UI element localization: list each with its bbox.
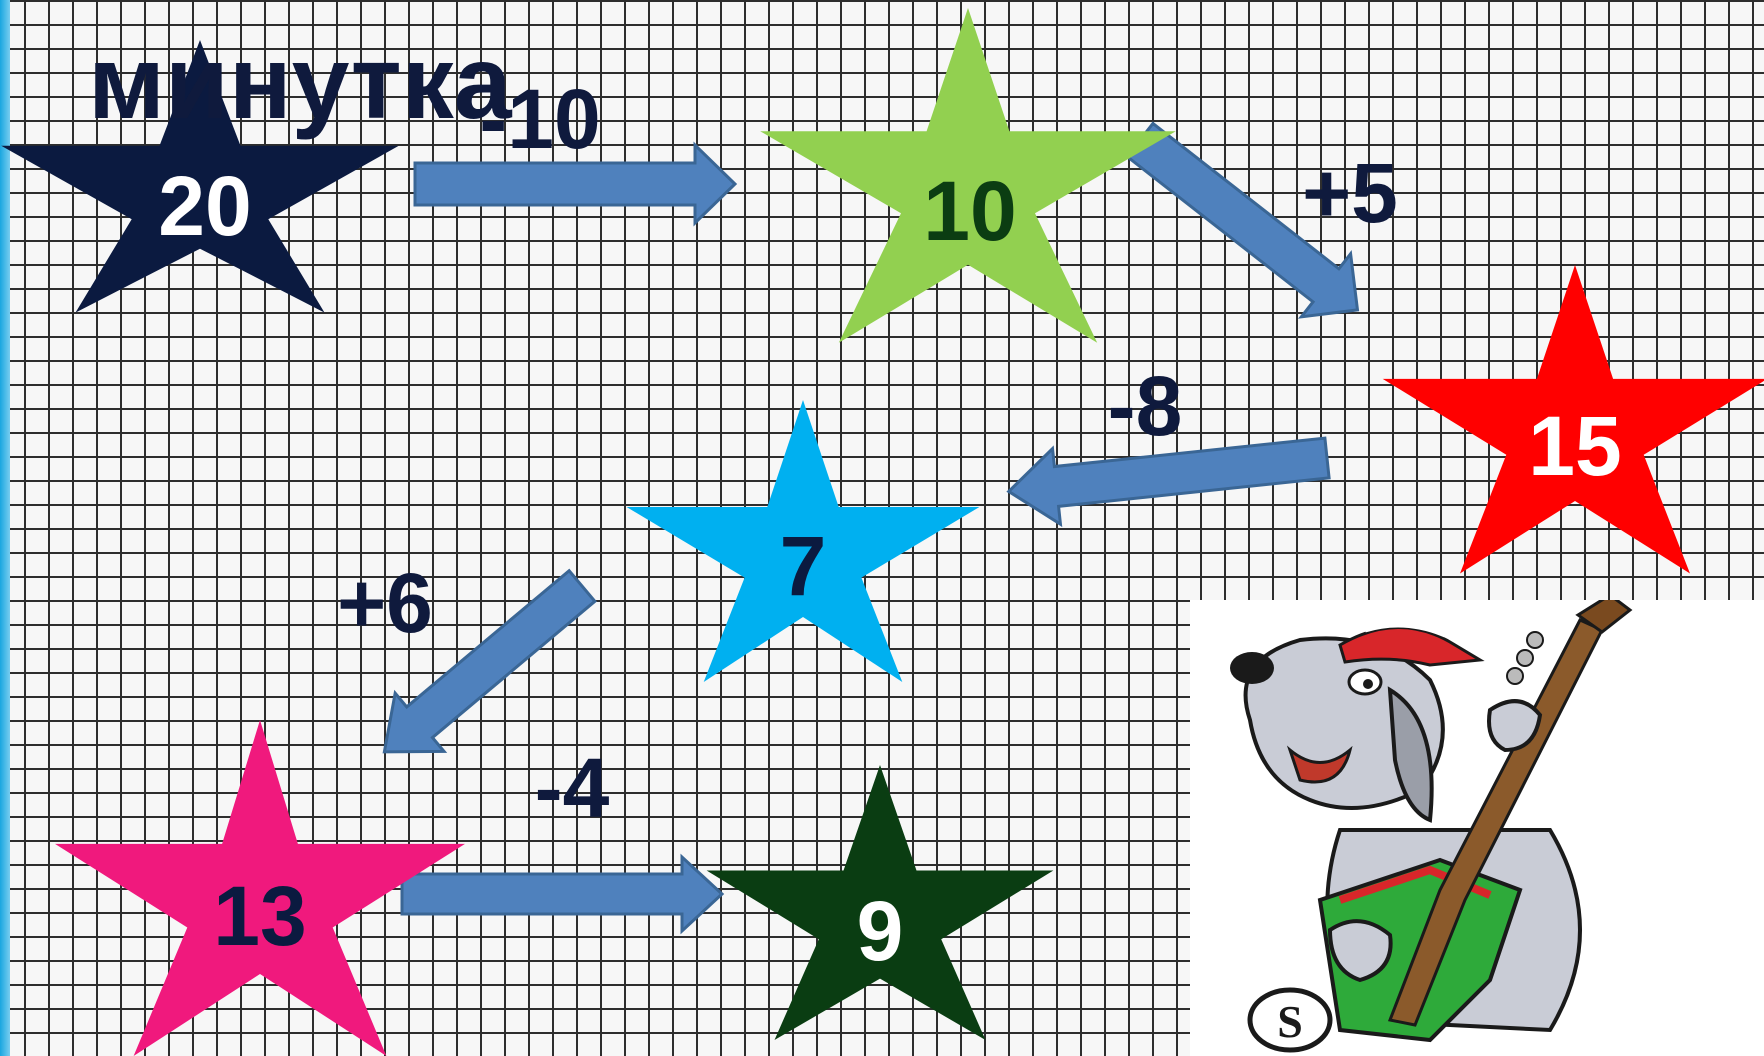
star-s4-value: 7 bbox=[780, 519, 827, 613]
star-s3-value: 15 bbox=[1528, 399, 1621, 493]
operation-label-1: -10 bbox=[479, 72, 600, 166]
title: минутка bbox=[88, 25, 513, 141]
star-s5-value: 13 bbox=[213, 869, 306, 963]
star-s6-value: 9 bbox=[857, 884, 904, 978]
star-start-value: 20 bbox=[158, 159, 251, 253]
arrow-13-to-9 bbox=[402, 857, 722, 931]
operation-label-2: +5 bbox=[1302, 146, 1398, 240]
operation-label-4: +6 bbox=[337, 556, 433, 650]
operation-label-3: -8 bbox=[1108, 359, 1183, 453]
star-s2-value: 10 bbox=[923, 164, 1016, 258]
operation-label-5: -4 bbox=[535, 741, 610, 835]
